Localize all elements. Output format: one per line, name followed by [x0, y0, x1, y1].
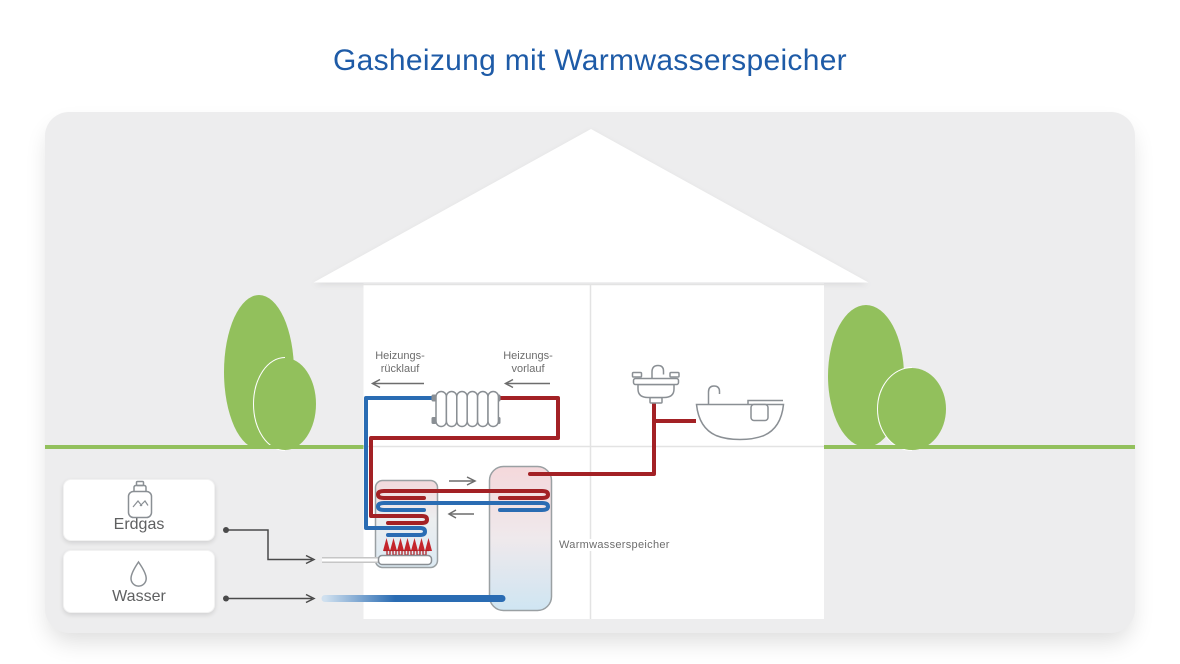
erdgas-label: Erdgas — [113, 516, 165, 533]
legend-card-wasser: Wasser — [63, 550, 215, 613]
heizungs-ruecklauf-label: Heizungs- rücklauf — [375, 350, 425, 375]
legend-card-erdgas: Erdgas — [63, 479, 215, 541]
page-title: Gasheizung mit Warmwasserspeicher — [333, 44, 847, 77]
heizungs-vorlauf-label: Heizungs- vorlauf — [503, 350, 553, 375]
warmwasserspeicher-label: Warmwasserspeicher — [556, 539, 673, 551]
wasser-label: Wasser — [112, 588, 166, 605]
